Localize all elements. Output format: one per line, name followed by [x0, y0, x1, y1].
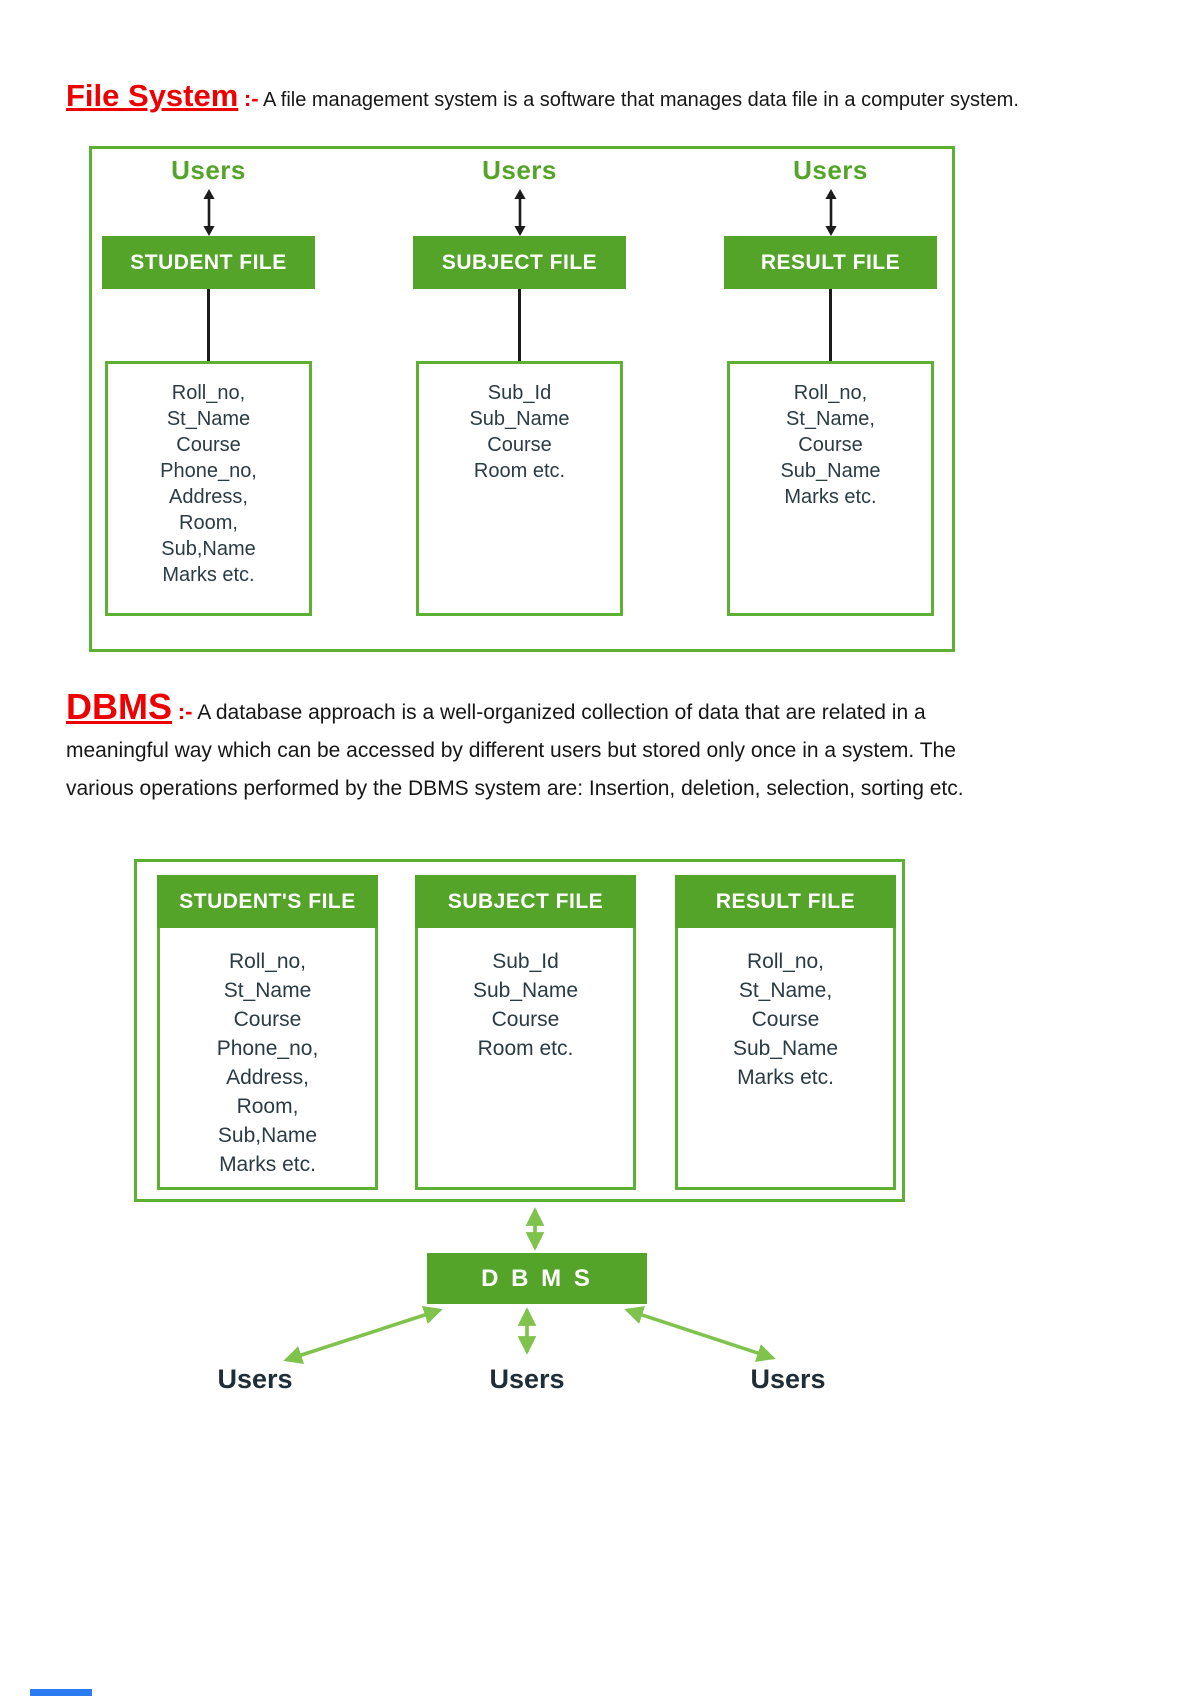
field-line: St_Name — [166, 408, 251, 430]
field-line: Roll_no, — [793, 382, 868, 404]
users-label: Users — [482, 155, 557, 185]
field-line: Roll_no, — [171, 382, 246, 404]
dbms-box: D B M S — [427, 1253, 647, 1304]
field-line: Course — [233, 1008, 302, 1031]
field-line: Course — [176, 434, 241, 456]
file-title: STUDENT FILE — [102, 236, 315, 289]
arrow-dbms-user-right — [624, 1306, 776, 1362]
file-title: SUBJECT FILE — [413, 236, 626, 289]
field-line: Marks etc. — [219, 1153, 316, 1176]
dbms-separator: :- — [177, 699, 193, 724]
dbms-arrows — [283, 1207, 776, 1364]
dbms-description: A database approach is a well-organized … — [66, 701, 964, 800]
field-line: Sub_Name — [732, 1037, 839, 1060]
field-line: Phone_no, — [160, 460, 257, 482]
field-line: St_Name, — [738, 979, 833, 1002]
users-label-right: Users — [750, 1364, 826, 1394]
blue-strip — [30, 1689, 92, 1696]
field-line: Sub_Name — [780, 460, 881, 482]
connector-line — [829, 289, 832, 361]
field-line: Course — [751, 1008, 820, 1031]
file-system-title: File System — [66, 78, 239, 113]
arrow-dbms-user-left — [283, 1306, 443, 1364]
users-label-left: Users — [217, 1364, 293, 1394]
file-system-separator: :- — [243, 86, 259, 111]
field-line: Room etc. — [477, 1037, 574, 1060]
field-line: Room, — [236, 1095, 299, 1118]
field-line: Course — [487, 434, 552, 456]
field-line: Sub,Name — [161, 538, 256, 560]
file-system-column-result: Users RESULT FILE Roll_no, St_Name, Course… — [724, 149, 937, 616]
users-label: Users — [793, 155, 868, 185]
dbms-heading: DBMS :- A database approach is a well-or… — [66, 688, 1028, 808]
field-line: Sub_Id — [492, 950, 559, 973]
double-arrow-icon — [824, 189, 837, 236]
field-line: Sub_Id — [487, 382, 552, 404]
field-line: Marks etc. — [784, 486, 877, 508]
dbms-title: DBMS — [66, 686, 172, 727]
file-title: SUBJECT FILE — [415, 875, 636, 928]
field-line: Marks etc. — [162, 564, 255, 586]
double-arrow-icon — [513, 189, 526, 236]
field-line: Room etc. — [473, 460, 566, 482]
field-line: Room, — [179, 512, 238, 534]
field-line: St_Name — [223, 979, 312, 1002]
field-line: Roll_no, — [746, 950, 825, 973]
users-label-center: Users — [489, 1364, 565, 1394]
file-system-heading: File System :- A file management system … — [66, 78, 1146, 114]
field-line: Sub,Name — [217, 1124, 318, 1147]
field-line: Course — [491, 1008, 560, 1031]
field-line: Marks etc. — [737, 1066, 834, 1089]
connector-line — [207, 289, 210, 361]
file-system-description: A file management system is a software t… — [262, 89, 1019, 111]
users-label: Users — [171, 155, 246, 185]
field-line: Course — [798, 434, 863, 456]
file-title: RESULT FILE — [675, 875, 896, 928]
field-line: Sub_Name — [469, 408, 570, 430]
field-line: Address, — [226, 1066, 309, 1089]
file-title: RESULT FILE — [724, 236, 937, 289]
file-title: STUDENT'S FILE — [157, 875, 378, 928]
field-line: Roll_no, — [228, 950, 307, 973]
field-line: Sub_Name — [472, 979, 579, 1002]
field-line: Address, — [169, 486, 248, 508]
field-line: St_Name, — [786, 408, 875, 430]
connector-line — [518, 289, 521, 361]
double-arrow-icon — [202, 189, 215, 236]
field-line: Phone_no, — [216, 1037, 319, 1060]
